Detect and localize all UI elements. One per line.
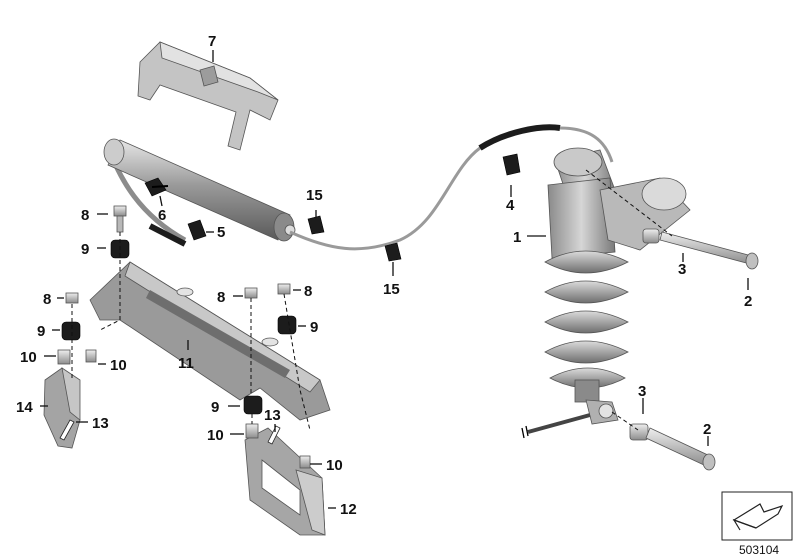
callout-14: 14 — [16, 399, 33, 416]
bush-3-upper — [642, 228, 660, 244]
callout-11: 11 — [178, 355, 194, 372]
spring — [544, 250, 629, 389]
callout-15-lower: 15 — [383, 281, 400, 298]
shock-absorber-part-1 — [521, 147, 691, 439]
clip-part-5 — [187, 219, 207, 241]
callout-5: 5 — [217, 224, 225, 241]
sleeve-10-c — [245, 423, 259, 439]
callout-15-upper: 15 — [306, 187, 323, 204]
bolt-8-top — [113, 205, 127, 233]
leader-lines — [40, 50, 749, 509]
callout-13-left: 13 — [92, 415, 109, 432]
callout-3-lower: 3 — [638, 383, 646, 400]
callout-9-right: 9 — [310, 319, 318, 336]
bolt-8-right — [277, 283, 291, 295]
callout-4: 4 — [506, 197, 515, 214]
callout-2-upper: 2 — [744, 293, 752, 310]
screw-13-mid — [267, 425, 281, 445]
callout-13-mid: 13 — [264, 407, 281, 424]
callout-10-a: 10 — [20, 349, 37, 366]
clip-part-4 — [502, 153, 521, 176]
assembly-lines — [71, 169, 673, 431]
callout-8-top: 8 — [81, 207, 89, 224]
callout-10-d: 10 — [326, 457, 343, 474]
clip-part-15-lower — [384, 242, 402, 262]
screw-13-left — [59, 419, 75, 441]
callout-10-b: 10 — [110, 357, 127, 374]
callout-labels: 1 2 2 3 3 4 5 6 7 8 8 8 8 9 9 9 9 10 10 … — [16, 33, 752, 518]
rubber-mount-9-left — [61, 321, 81, 341]
cover-part-7 — [137, 41, 279, 151]
callout-6: 6 — [158, 207, 166, 224]
callout-8-left: 8 — [43, 291, 51, 308]
callout-9-left: 9 — [37, 323, 45, 340]
sleeve-10-d — [299, 455, 311, 469]
bracket-part-12 — [244, 427, 326, 536]
clip-part-6 — [144, 177, 169, 197]
callout-8-right: 8 — [304, 283, 312, 300]
callout-1: 1 — [513, 229, 521, 246]
clip-part-15-upper — [307, 215, 325, 235]
bolt-8-left — [65, 292, 79, 304]
rubber-mount-9-right — [277, 315, 297, 335]
callout-12: 12 — [340, 501, 357, 518]
reference-number: 503104 — [739, 543, 779, 557]
sleeve-10-a — [57, 349, 71, 365]
reservoir — [103, 124, 614, 251]
bolt-2-lower — [645, 427, 716, 471]
callout-8-mid: 8 — [217, 289, 225, 306]
bolt-2-upper — [659, 231, 759, 270]
callout-3-upper: 3 — [678, 261, 686, 278]
callout-10-c: 10 — [207, 427, 224, 444]
callout-7: 7 — [208, 33, 216, 50]
reference-box: 503104 — [721, 491, 793, 557]
bolt-8-mid — [244, 287, 258, 299]
bush-3-lower — [629, 423, 649, 441]
rubber-mount-9-lower — [243, 395, 263, 415]
callout-9-top: 9 — [81, 241, 89, 258]
sleeve-10-b — [85, 349, 97, 363]
callout-9-lower: 9 — [211, 399, 219, 416]
callout-2-lower: 2 — [703, 421, 711, 438]
bracket-part-11 — [89, 261, 331, 421]
